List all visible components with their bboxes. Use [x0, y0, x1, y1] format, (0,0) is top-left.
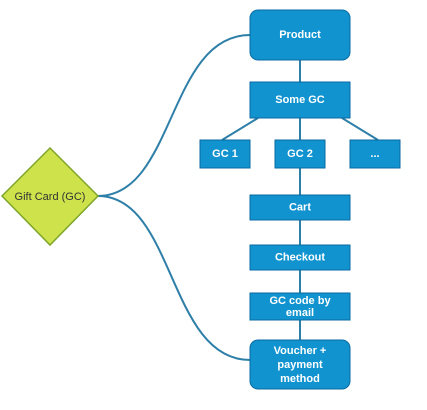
- connectors: [97, 34, 379, 361]
- node-gc2-label: GC 2: [287, 148, 313, 160]
- node-product-shape: [249, 9, 351, 61]
- node-product[interactable]: Product: [249, 9, 351, 61]
- node-voucher-label-line1: Voucher +: [274, 345, 327, 357]
- node-checkout-shape: [249, 244, 351, 271]
- edge-root-to-product: [97, 34, 251, 197]
- root-diamond-shape: [0, 146, 100, 247]
- edge-some-gc-to-more: [341, 117, 379, 141]
- node-gc2-shape: [274, 139, 326, 169]
- node-checkout[interactable]: Checkout: [249, 244, 351, 271]
- node-more-shape: [349, 139, 401, 169]
- node-gc1-label: GC 1: [212, 148, 238, 160]
- node-cart[interactable]: Cart: [249, 194, 351, 221]
- node-voucher-label-line3: method: [280, 373, 320, 385]
- node-product-label: Product: [279, 29, 321, 41]
- node-gc-code-by-email-shape: [249, 292, 351, 321]
- edge-some-gc-to-gc1: [221, 117, 259, 141]
- node-checkout-label: Checkout: [275, 251, 325, 263]
- node-more[interactable]: ...: [349, 139, 401, 169]
- node-voucher-payment-method[interactable]: Voucher + payment method: [249, 339, 351, 390]
- node-gc1-shape: [199, 139, 251, 169]
- edge-root-to-voucher: [97, 195, 251, 361]
- node-gc-code-by-email[interactable]: GC code by email: [249, 292, 351, 321]
- node-gc-code-by-email-label-line1: GC code by: [269, 295, 331, 307]
- node-voucher-payment-method-shape: [249, 339, 351, 390]
- node-gc2[interactable]: GC 2: [274, 139, 326, 169]
- node-voucher-label-line2: payment: [277, 359, 323, 371]
- node-some-gc-label: Some GC: [275, 94, 325, 106]
- node-gc1[interactable]: GC 1: [199, 139, 251, 169]
- node-more-label: ...: [370, 148, 379, 160]
- node-cart-label: Cart: [289, 201, 311, 213]
- node-cart-shape: [249, 194, 351, 221]
- root-node-gift-card[interactable]: Gift Card (GC): [0, 146, 100, 247]
- node-some-gc[interactable]: Some GC: [249, 81, 351, 119]
- node-some-gc-shape: [249, 81, 351, 119]
- root-node-label: Gift Card (GC): [15, 191, 86, 203]
- node-gc-code-by-email-label-line2: email: [286, 307, 314, 319]
